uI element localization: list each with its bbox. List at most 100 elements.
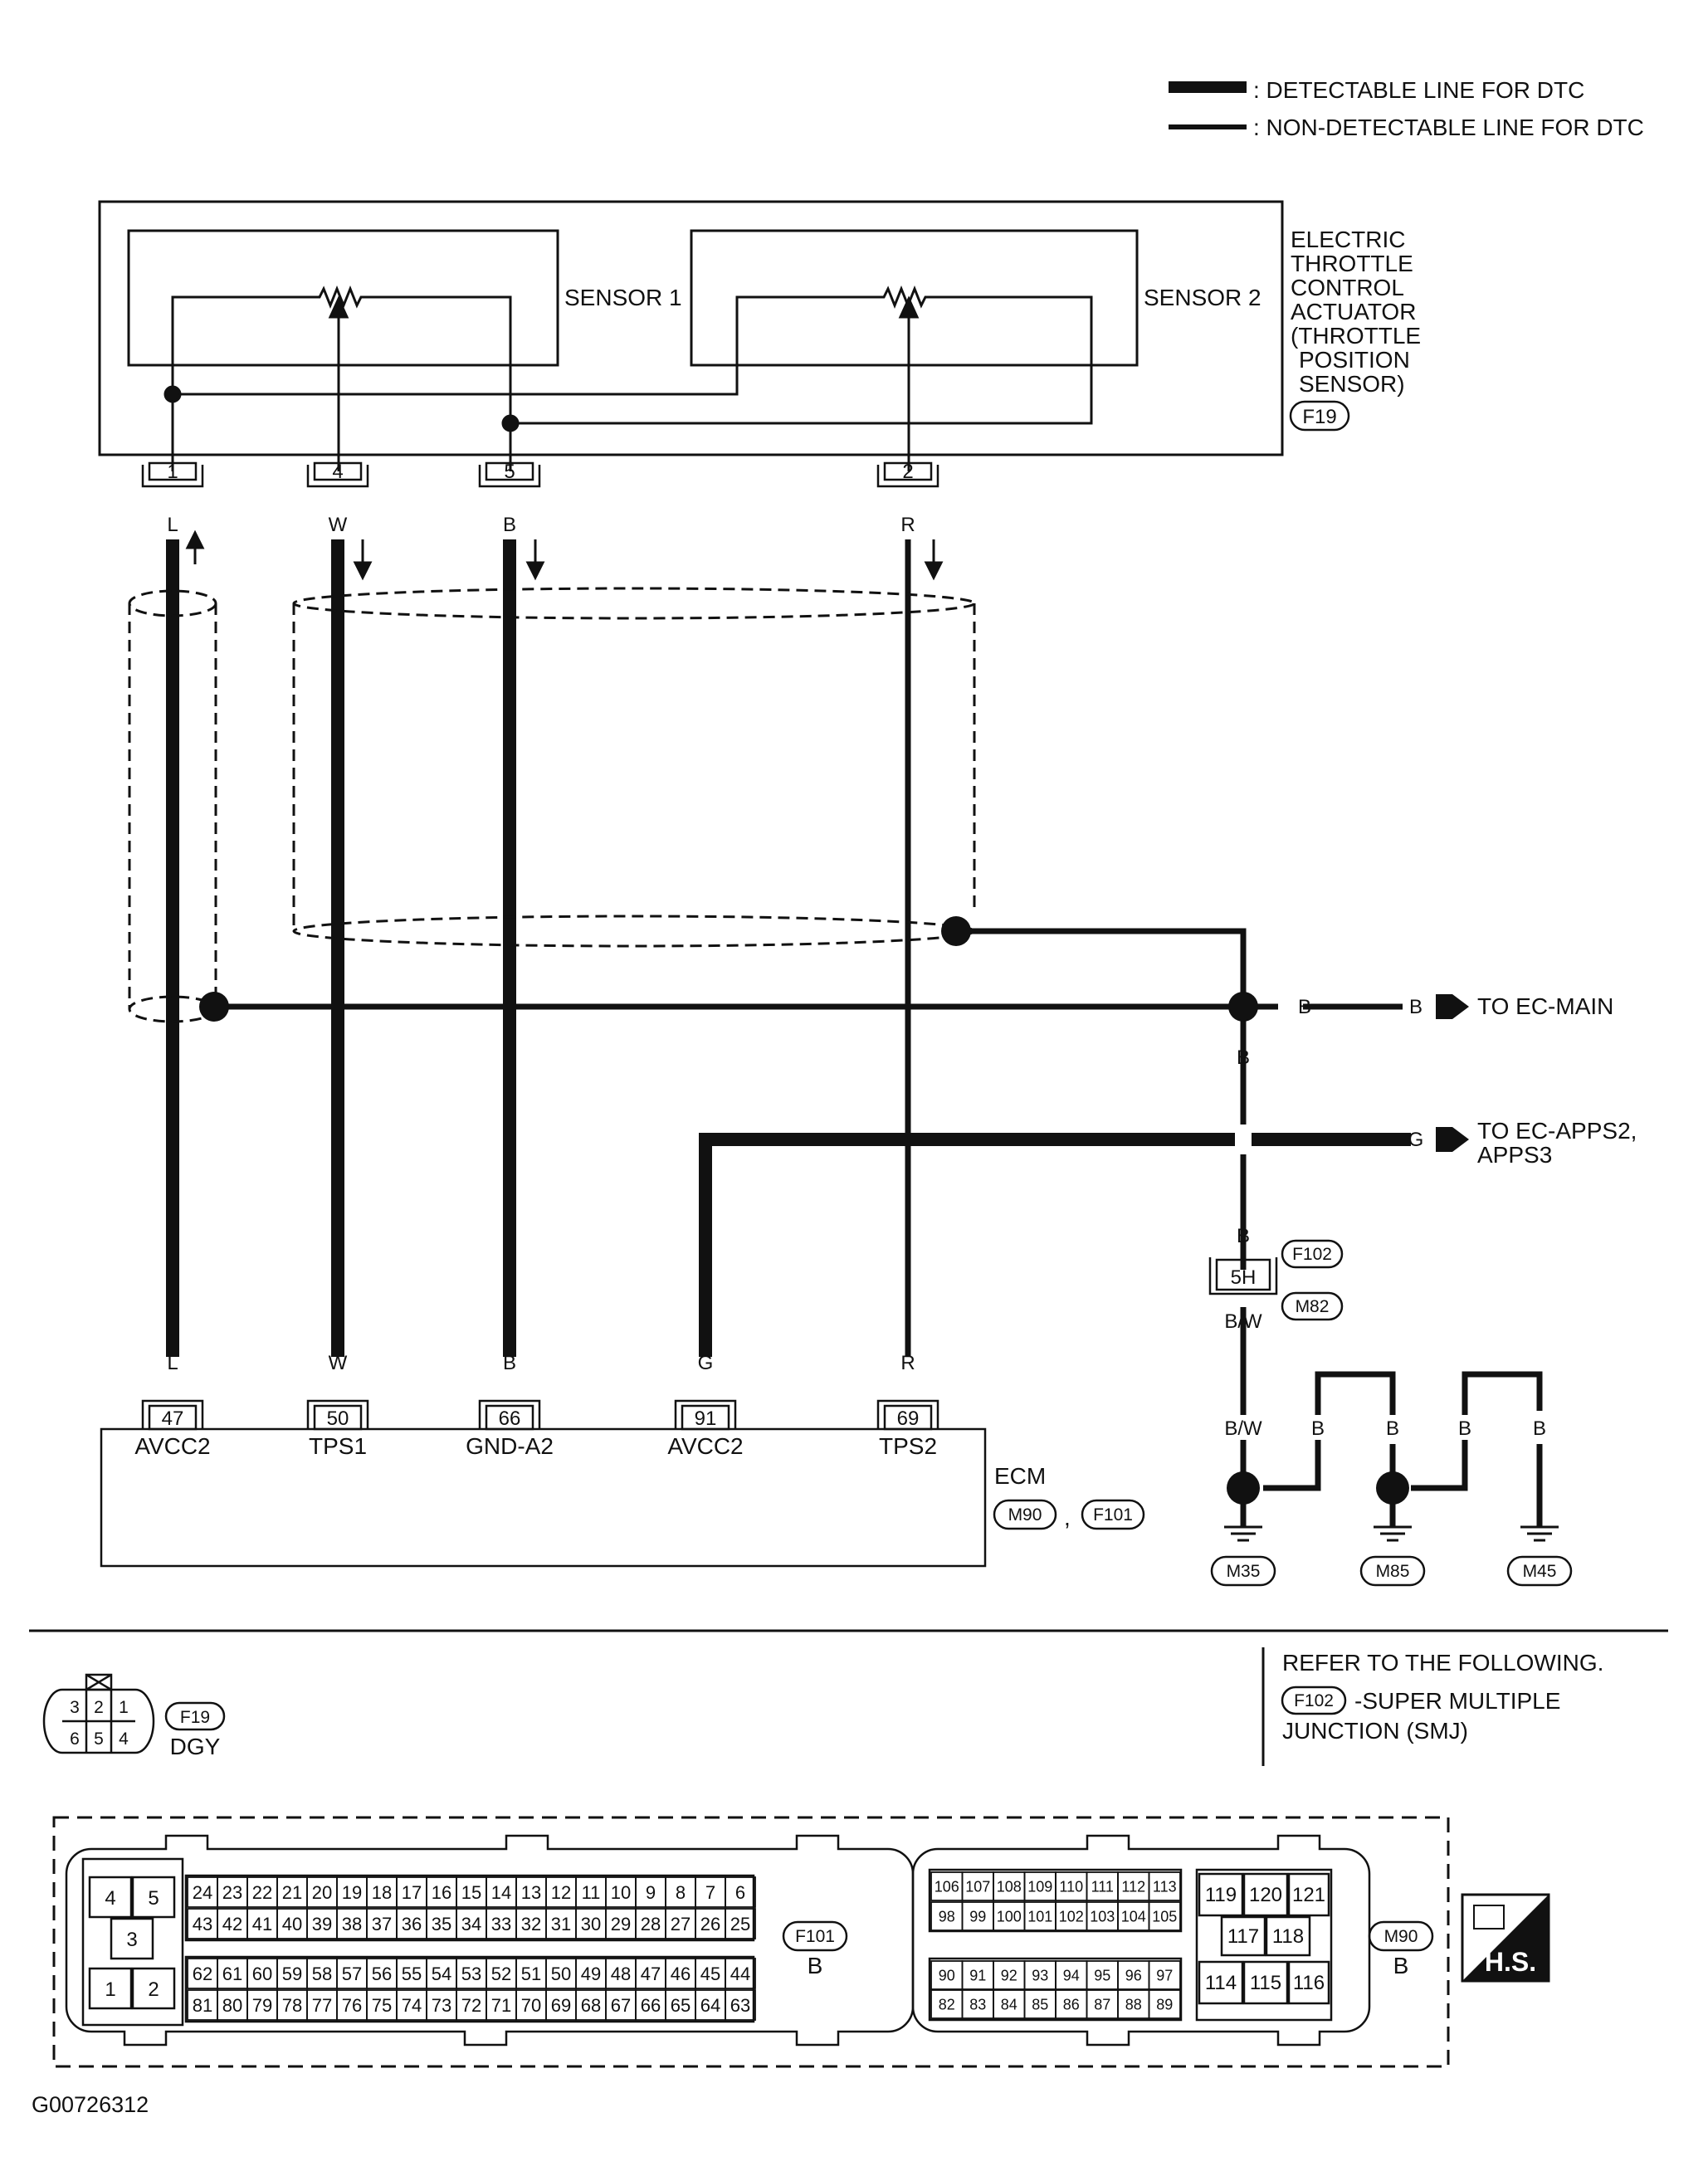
pin-number: 70 bbox=[521, 1995, 541, 2016]
f19-badge bbox=[1289, 400, 1350, 432]
pin-cell bbox=[1148, 1989, 1181, 2019]
pin-number: 99 bbox=[969, 1908, 986, 1925]
sensor1-wiper-arrow bbox=[328, 295, 349, 319]
pin-number: 20 bbox=[312, 1882, 332, 1903]
pin-number: 104 bbox=[1121, 1908, 1146, 1925]
refer-text: JUNCTION (SMJ) bbox=[1282, 1718, 1468, 1744]
pin-number: 16 bbox=[432, 1882, 451, 1903]
wire-color-label: R bbox=[900, 1352, 915, 1374]
pin-number: 44 bbox=[730, 1964, 750, 1984]
ground-m45: M45 bbox=[1523, 1562, 1557, 1581]
signal-arrows bbox=[185, 529, 944, 581]
f19-connector-face bbox=[42, 1673, 155, 1754]
pin-number: 22 bbox=[252, 1882, 272, 1903]
legend-thick-line bbox=[1169, 81, 1247, 93]
pin-cell bbox=[725, 1958, 756, 1989]
f101-pin: 2 bbox=[148, 1978, 159, 2001]
ecm-pin-name: GND-A2 bbox=[466, 1433, 554, 1459]
refer-connector: F102 bbox=[1294, 1691, 1334, 1710]
ecm-connector-separator: , bbox=[1064, 1505, 1071, 1530]
pin-number: 93 bbox=[1032, 1967, 1048, 1983]
f101-face-label: F101 bbox=[795, 1927, 835, 1946]
ecm-connectors-dashed-frame bbox=[52, 1816, 1450, 2068]
wire-label-b: B bbox=[1311, 1417, 1325, 1440]
pin-number: 28 bbox=[641, 1914, 661, 1934]
pin-number: 94 bbox=[1063, 1967, 1080, 1983]
legend-non-detectable-text: : NON-DETECTABLE LINE FOR DTC bbox=[1253, 115, 1644, 140]
hs-badge: H.S. bbox=[1461, 1893, 1550, 1983]
pin-number: 81 bbox=[193, 1995, 212, 2016]
wire-color-label: B bbox=[503, 1352, 516, 1374]
ecm-pin: 91 bbox=[695, 1407, 717, 1430]
pin-number: 55 bbox=[402, 1964, 422, 1984]
pin-number: 33 bbox=[491, 1914, 511, 1934]
pin-number: 72 bbox=[461, 1995, 481, 2016]
figure-id: G00726312 bbox=[32, 2092, 149, 2117]
f19-pin: 3 bbox=[70, 1698, 80, 1717]
pin-number: 34 bbox=[461, 1914, 481, 1934]
actuator-pins bbox=[141, 461, 939, 488]
sensor1-box bbox=[127, 229, 559, 367]
pin-number: 112 bbox=[1121, 1878, 1145, 1895]
f102-badge: F102 bbox=[1292, 1245, 1332, 1264]
actuator-pin: 2 bbox=[902, 461, 913, 483]
pin-number: 95 bbox=[1094, 1967, 1110, 1983]
pin-number: 27 bbox=[671, 1914, 691, 1934]
shield-wires bbox=[128, 587, 976, 1023]
pin-number: 96 bbox=[1125, 1967, 1142, 1983]
ecm-pin-name: TPS1 bbox=[309, 1433, 367, 1459]
m90-face-color: B bbox=[1393, 1953, 1409, 1978]
wire-color-label: B bbox=[503, 514, 516, 536]
pin-number: 54 bbox=[432, 1964, 451, 1984]
wire-label-b: B bbox=[1237, 1225, 1250, 1247]
pin-number: 14 bbox=[491, 1882, 511, 1903]
f19-pin: 5 bbox=[94, 1729, 104, 1749]
pin-number: 11 bbox=[582, 1882, 601, 1903]
pin-number: 19 bbox=[342, 1882, 362, 1903]
f19-badge-text: F19 bbox=[1302, 406, 1336, 428]
pin-number: 26 bbox=[700, 1914, 720, 1934]
actuator-title-line: (THROTTLE bbox=[1291, 323, 1421, 349]
m90-pin: 116 bbox=[1293, 1972, 1325, 1994]
sensor2-label: SENSOR 2 bbox=[1144, 285, 1261, 310]
pin-number: 32 bbox=[521, 1914, 541, 1934]
pin-number: 35 bbox=[432, 1914, 451, 1934]
wire-color-label: W bbox=[329, 514, 348, 536]
to-ec-main-label: TO EC-MAIN bbox=[1477, 993, 1613, 1019]
sensor2-box bbox=[690, 229, 1139, 367]
wire-label-b: B bbox=[1386, 1417, 1399, 1440]
wire-label-g: G bbox=[1408, 1129, 1424, 1151]
actuator-title-line: ACTUATOR bbox=[1291, 299, 1416, 324]
pin-number: 25 bbox=[730, 1914, 750, 1934]
pin-number: 105 bbox=[1152, 1908, 1177, 1925]
wire-color-label: W bbox=[329, 1352, 348, 1374]
m82-badge: M82 bbox=[1296, 1297, 1330, 1316]
f101-pin: 5 bbox=[148, 1887, 159, 1910]
ground-symbols bbox=[1224, 1525, 1559, 1542]
ecm-outline bbox=[100, 1427, 987, 1568]
actuator-pin: 5 bbox=[504, 461, 515, 483]
pin-number: 41 bbox=[252, 1914, 272, 1934]
pin-number: 36 bbox=[402, 1914, 422, 1934]
pin-number: 83 bbox=[969, 1996, 986, 2012]
actuator-pin: 1 bbox=[167, 461, 178, 483]
m90-connector-face bbox=[911, 1834, 1371, 2047]
pin-number: 92 bbox=[1001, 1967, 1017, 1983]
wire-color-label: L bbox=[167, 514, 178, 536]
pin-number: 98 bbox=[939, 1908, 955, 1925]
f19-pin: 6 bbox=[70, 1729, 80, 1749]
wire-label-b: B bbox=[1458, 1417, 1471, 1440]
pin-number: 68 bbox=[581, 1995, 601, 2016]
pin-5h: 5H bbox=[1231, 1266, 1257, 1289]
ecm-pin: 69 bbox=[897, 1407, 920, 1430]
ecm-connector-f101: F101 bbox=[1093, 1505, 1133, 1525]
pin-number: 49 bbox=[581, 1964, 601, 1984]
pin-number: 7 bbox=[705, 1882, 715, 1903]
pin-number: 97 bbox=[1156, 1967, 1173, 1983]
m90-pin: 120 bbox=[1249, 1884, 1282, 1906]
pin-number: 52 bbox=[491, 1964, 511, 1984]
connector-icon bbox=[1473, 1905, 1505, 1930]
pin-number: 103 bbox=[1090, 1908, 1115, 1925]
pin-cell bbox=[1148, 1871, 1181, 1901]
